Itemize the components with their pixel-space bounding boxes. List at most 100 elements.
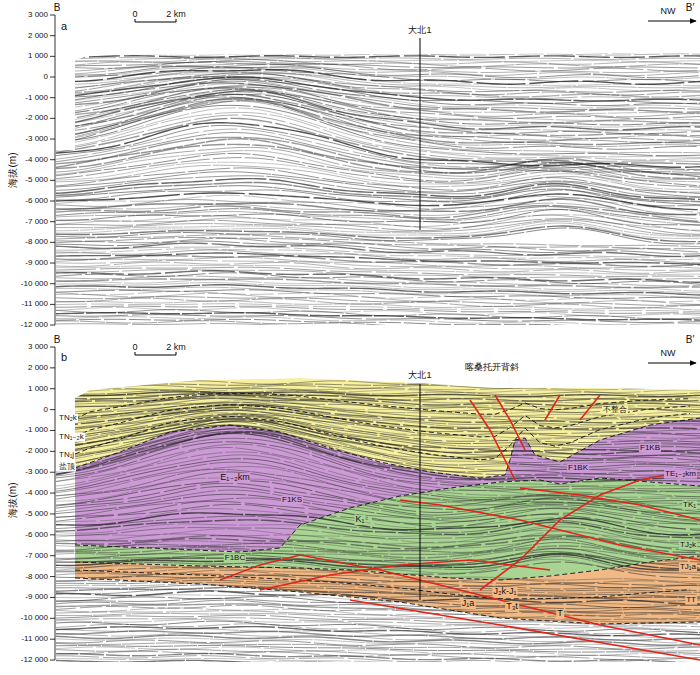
seismic-reflector [54,67,700,82]
seismic-reflector [54,498,700,524]
horizon-line [75,578,700,624]
seismic-reflector [54,429,700,471]
fault-line [580,395,600,420]
section-end: B′ [685,2,696,13]
seismic-reflector [54,83,700,112]
axis-line [55,347,56,660]
fault-label: F1KS [281,496,303,505]
axis-tick-label: -4 000 [24,489,49,498]
seismic-reflector [54,329,700,338]
seismic-reflector [54,447,700,496]
axis-tick-label: -10 000 [20,614,49,623]
horizon-label: TN₁₋₂k [58,433,85,442]
axis-tick-label: 3 000 [27,343,49,352]
scale-label: 2 km [165,10,187,20]
seismic-reflector [54,415,700,445]
seismic-reflector [54,665,700,673]
seismic-reflector [54,381,700,384]
formation-label: K₁ [354,515,365,525]
seismic-reflector [54,645,700,653]
direction-arrow [648,21,696,22]
seismic-reflector [54,394,700,403]
seismic-reflector [54,257,700,268]
seismic-reflector [54,629,700,639]
seismic-reflector [54,206,700,222]
seismic-reflector [54,98,700,145]
fault-label: F1KB [639,444,661,453]
seismic-reflector [54,574,700,585]
seismic-reflector [54,335,700,345]
axis-tick-label: -1 000 [24,426,49,435]
axis-tick [50,513,55,514]
fault-line [480,470,690,590]
seismic-reflector [54,425,700,464]
seismic-reflector [54,321,700,330]
seismic-reflector [54,640,700,649]
seismic-reflector [54,228,700,244]
seismic-reflector [54,118,700,164]
seismic-reflector [54,84,700,114]
axis-tick-label: 2 000 [27,31,49,40]
axis-tick [50,77,55,78]
seismic-reflector [54,333,700,343]
seismic-reflector [54,438,700,489]
axis-tick [50,493,55,494]
section-end: B [53,334,62,345]
seismic-reflector [54,49,700,52]
formation-label: T [556,609,564,619]
seismic-panel [54,49,700,347]
axis-tick-label: -2 000 [24,114,49,123]
seismic-reflector [54,51,700,53]
seismic-reflector [54,459,700,502]
fault-label: F1BK [567,464,589,473]
axis-tick-label: -11 000 [20,635,49,644]
fault-line [470,400,515,480]
axis-tick-label: -8 000 [24,238,49,247]
axis-tick [50,660,55,661]
axis-tick [50,118,55,119]
well-line [420,38,421,230]
fault-line [350,600,700,660]
seismic-reflector [54,77,700,99]
axis-tick [50,347,55,348]
axis-tick [50,409,55,410]
horizon-label: TT [685,596,697,605]
seismic-reflector [54,77,700,97]
seismic-reflector [54,54,700,55]
horizon-line [75,570,690,599]
scale-bar [135,19,176,22]
axis-tick [50,325,55,326]
axis-tick [50,221,55,222]
seismic-reflector [54,656,700,665]
well-line [420,384,421,600]
horizon-label: TE₁₋₂km [664,470,697,479]
axis-tick-label: -11 000 [20,300,49,309]
axis-tick [50,576,55,577]
axis-tick-label: -7 000 [24,551,49,560]
axis-tick-label: 1 000 [27,384,49,393]
seismic-reflector [54,414,700,440]
seismic-reflector [54,501,700,529]
axis-tick-label: -5 000 [24,176,49,185]
seismic-reflector [54,452,700,497]
seismic-reflector [54,422,700,461]
seismic-reflector [54,385,700,388]
axis-tick [50,201,55,202]
axis-tick-label: -3 000 [24,135,49,144]
seismic-reflector [54,671,700,675]
axis-line [55,15,56,325]
seismic-reflector [54,317,700,325]
axis-tick-label: -3 000 [24,468,49,477]
section-end: B′ [685,334,696,345]
seismic-reflector [54,326,700,333]
axis-tick [50,639,55,640]
axis-tick-label: -6 000 [24,197,49,206]
axis-tick-label: -9 000 [24,593,49,602]
axis-tick-label: 0 [43,73,49,82]
panel-letter: a [60,20,68,32]
axis-tick [50,242,55,243]
axis-tick-label: -4 000 [24,155,49,164]
seismic-reflector [54,105,700,155]
axis-tick [50,388,55,389]
seismic-reflector [54,392,700,398]
